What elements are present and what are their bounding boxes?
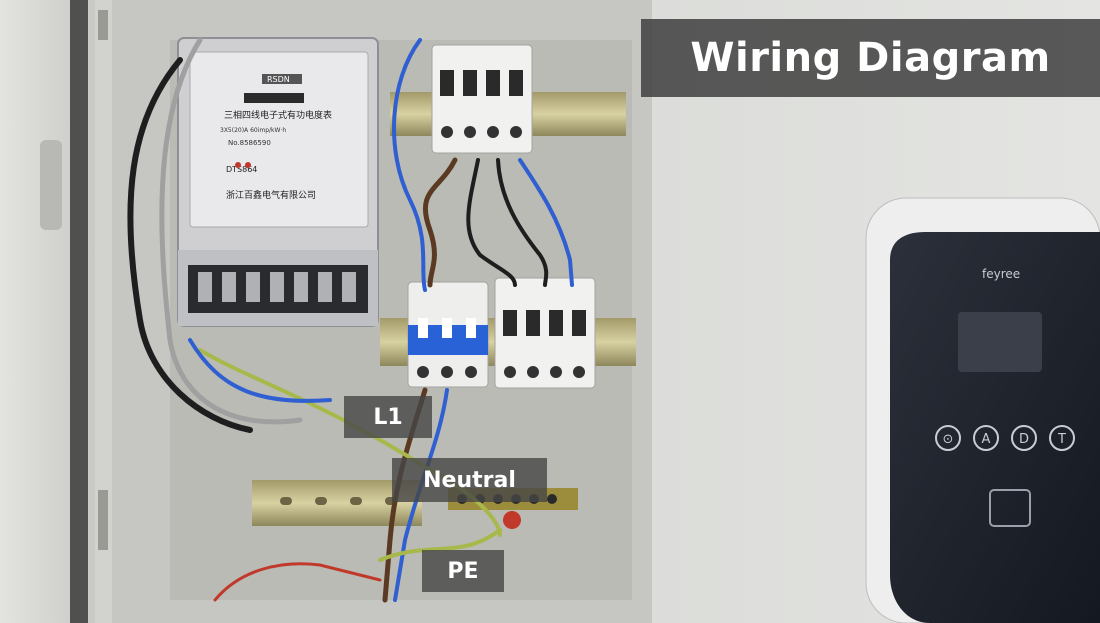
rfid-card-icon [989,489,1031,527]
main-breaker-4p [431,44,533,154]
meter-model: DTS864 [226,165,257,174]
meter-serial: No.8586590 [228,139,271,147]
rcbo-breaker-blue [407,281,489,388]
secondary-breaker-4p [494,277,596,389]
charger-button-d: D [1011,425,1037,451]
label-l1: L1 [344,396,432,438]
energy-meter: RSDN 三相四线电子式有功电度表 3X5(20)A 60imp/kW·h No… [177,37,379,327]
svg-text:D: D [1019,432,1029,447]
charger-button-a: A [973,425,999,451]
svg-text:T: T [1057,432,1066,447]
svg-text:A: A [982,432,991,447]
wiring [127,37,574,603]
charger-brand: feyree [982,267,1020,281]
meter-manufacturer: 浙江百鑫电气有限公司 [226,189,316,201]
label-pe: PE [422,550,504,592]
meter-line2: 3X5(20)A 60imp/kW·h [220,127,286,134]
svg-text:⊙: ⊙ [943,432,954,447]
meter-line1: 三相四线电子式有功电度表 [224,109,332,121]
ev-charger: feyree ⊙ A D T [865,197,1100,623]
diagram-title: Wiring Diagram [641,19,1100,97]
charger-button-power: ⊙ [935,425,961,451]
label-neutral: Neutral [392,458,547,502]
meter-brand: RSDN [267,75,290,84]
charger-button-t: T [1049,425,1075,451]
cabinet-door [0,0,113,623]
